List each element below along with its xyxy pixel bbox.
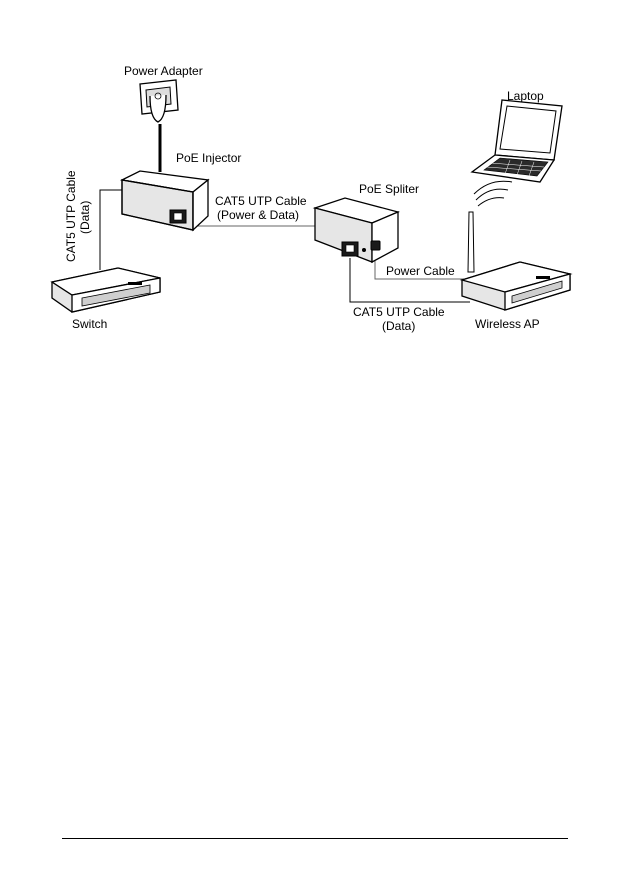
svg-text:CAT5 UTP Cable: CAT5 UTP Cable: [64, 170, 78, 262]
poe-spliter-icon: [315, 198, 398, 262]
cat5-data-label-line1: CAT5 UTP Cable: [353, 305, 445, 319]
cat5-power-data-label-line2: (Power & Data): [217, 208, 299, 222]
switch-injector-cable: [100, 190, 122, 270]
poe-injector-icon: [122, 171, 208, 230]
wifi-signal-icon: [474, 181, 512, 206]
power-adapter-label: Power Adapter: [124, 64, 203, 78]
cat5-power-data-label-line1: CAT5 UTP Cable: [215, 194, 307, 208]
laptop-icon: [472, 100, 562, 182]
cat5-vertical-label: CAT5 UTP Cable (Data): [64, 170, 92, 262]
footer-rule: [62, 838, 568, 839]
laptop-label: Laptop: [507, 89, 544, 103]
svg-text:(Data): (Data): [78, 201, 92, 234]
poe-injector-label: PoE Injector: [176, 151, 241, 165]
poe-spliter-label: PoE Spliter: [359, 182, 419, 196]
network-switch-icon: [52, 268, 160, 312]
wireless-ap-icon: [462, 212, 570, 310]
power-cable-label: Power Cable: [386, 264, 455, 278]
wireless-ap-label: Wireless AP: [475, 317, 540, 331]
cat5-data-label-line2: (Data): [382, 319, 415, 333]
switch-label: Switch: [72, 317, 107, 331]
power-adapter-icon: [140, 80, 178, 122]
